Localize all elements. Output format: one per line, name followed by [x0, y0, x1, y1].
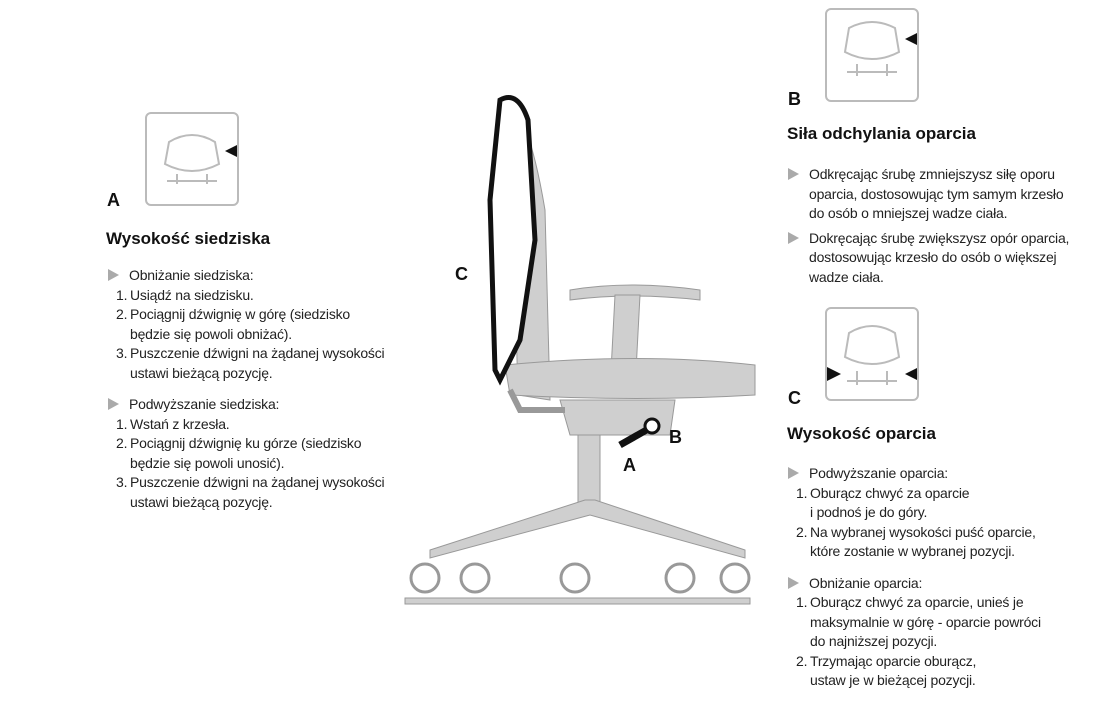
step-number: 1.	[116, 415, 128, 432]
step: 2.Na wybranej wysokości puść oparcie, kt…	[796, 523, 1098, 562]
seat-icon-b	[825, 8, 919, 102]
step-text: Oburącz chwyć za oparcie i podnoś je do …	[810, 484, 970, 521]
bullet-raising-seat: Podwyższanie siedziska:	[108, 395, 428, 415]
seat-icon-a	[145, 112, 239, 206]
step-text: Usiądź na siedzisku.	[130, 286, 254, 303]
section-title-c: Wysokość oparcia	[787, 424, 936, 443]
floor-line	[404, 597, 751, 605]
bullet-triangle-icon	[788, 467, 799, 479]
step-text: Oburącz chwyć za oparcie, unieś je maksy…	[810, 594, 1041, 649]
section-c-instructions: Podwyższanie oparcia: 1.Oburącz chwyć za…	[788, 464, 1098, 691]
bullet-triangle-icon	[788, 576, 799, 589]
diagram-label-a: A	[623, 455, 636, 475]
section-letter-c: C	[788, 388, 801, 408]
step-number: 2.	[116, 306, 128, 322]
step-number: 2.	[796, 652, 808, 669]
step: 3.Puszczenie dźwigni na żądanej wysokośc…	[116, 473, 428, 512]
step-number: 1.	[796, 594, 808, 610]
diagram-label-c: C	[455, 264, 468, 284]
step-number: 3.	[116, 474, 128, 490]
section-letter-b: B	[788, 89, 801, 109]
step: 2.Pociągnij dźwignię w górę (siedzisko b…	[116, 305, 428, 344]
step-number: 3.	[116, 345, 128, 361]
seat-lever	[618, 424, 652, 449]
section-a-instructions: Obniżanie siedziska: 1.Usiądź na siedzis…	[108, 266, 428, 512]
seat	[504, 358, 756, 399]
section-b-instructions: Odkręcając śrubę zmniejszysz siłę oporu …	[788, 165, 1098, 287]
step-number: 2.	[796, 523, 808, 540]
step-text: Wstań z krzesła.	[130, 415, 230, 432]
step-text: Puszczenie dźwigni na żądanej wysokości …	[130, 345, 385, 381]
bullet-label: Obniżanie oparcia:	[809, 574, 923, 591]
bullet-label: Obniżanie siedziska:	[129, 267, 254, 283]
section-letter-a: A	[107, 190, 120, 210]
step: 1.Usiądź na siedzisku.	[116, 286, 428, 306]
gas-cylinder	[577, 434, 601, 506]
bullet-raising-backrest: Podwyższanie oparcia:	[788, 464, 1098, 484]
step: 2.Pociągnij dźwignię ku górze (siedzisko…	[116, 434, 428, 473]
step-text: Na wybranej wysokości puść oparcie, któr…	[810, 523, 1036, 560]
section-title-a: Wysokość siedziska	[106, 229, 271, 248]
step-number: 1.	[796, 484, 808, 501]
step-text: Pociągnij dźwignię w górę (siedzisko będ…	[130, 306, 351, 342]
bullet-loosen-screw: Odkręcając śrubę zmniejszysz siłę oporu …	[788, 165, 1098, 224]
step-text: Trzymając oparcie oburącz, ustaw je w bi…	[810, 652, 977, 689]
bullet-label: Podwyższanie oparcia:	[809, 465, 948, 481]
step-number: 2.	[116, 435, 128, 451]
step: 1.Oburącz chwyć za oparcie, unieś je mak…	[796, 593, 1098, 652]
step-number: 1.	[116, 286, 128, 303]
diagram-label-b: B	[669, 427, 682, 447]
section-title-b: Siła odchylania oparcia	[787, 124, 976, 143]
bullet-label: Podwyższanie siedziska:	[129, 396, 280, 412]
step-text: Pociągnij dźwignię ku górze (siedzisko b…	[130, 435, 362, 471]
bullet-text: Odkręcając śrubę zmniejszysz siłę oporu …	[809, 166, 1064, 221]
chair-diagram	[404, 95, 756, 605]
bullet-triangle-icon	[788, 231, 799, 244]
bullet-lowering-backrest: Obniżanie oparcia:	[788, 574, 1098, 594]
bullet-tighten-screw: Dokręcając śrubę zwiększysz opór oparcia…	[788, 229, 1098, 288]
bullet-triangle-icon	[108, 398, 119, 410]
step-text: Puszczenie dźwigni na żądanej wysokości …	[130, 474, 385, 510]
tension-knob	[643, 417, 661, 435]
step: 1.Wstań z krzesła.	[116, 415, 428, 435]
bullet-text: Dokręcając śrubę zwiększysz opór oparcia…	[809, 229, 1070, 285]
step: 2.Trzymając oparcie oburącz, ustaw je w …	[796, 652, 1098, 691]
bullet-lowering-seat: Obniżanie siedziska:	[108, 266, 428, 286]
armrest	[569, 284, 701, 301]
backrest-frame	[487, 95, 538, 386]
step: 3.Puszczenie dźwigni na żądanej wysokośc…	[116, 344, 428, 383]
step: 1.Oburącz chwyć za oparcie i podnoś je d…	[796, 484, 1098, 523]
base	[429, 499, 746, 559]
bullet-triangle-icon	[108, 269, 119, 281]
seat-icon-c	[825, 307, 919, 401]
bullet-triangle-icon	[788, 168, 799, 180]
